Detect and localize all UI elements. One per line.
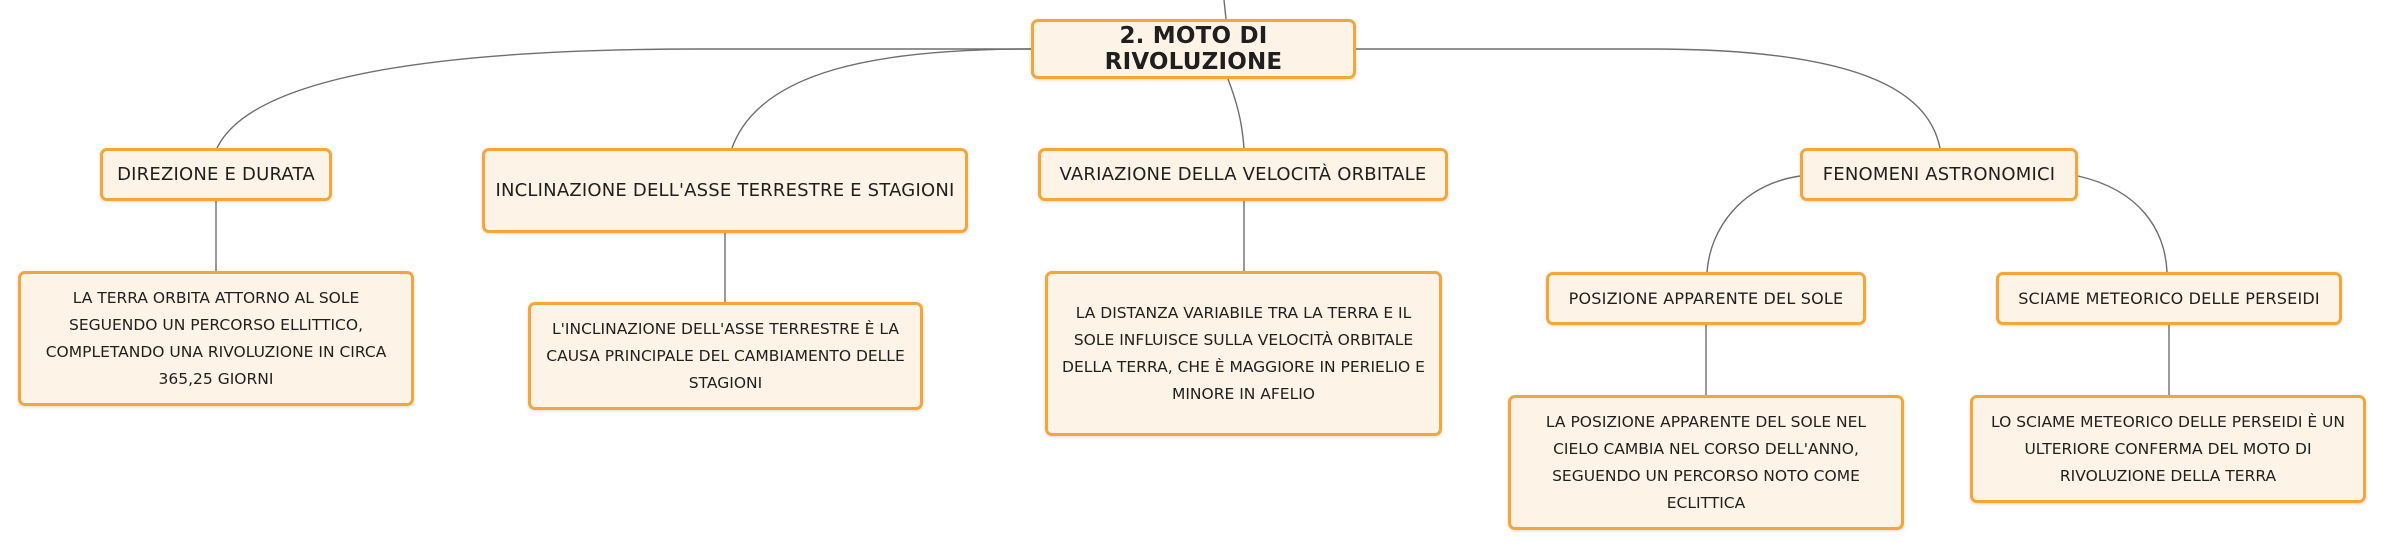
detail-direzione-e-durata[interactable]: LA TERRA ORBITA ATTORNO AL SOLE SEGUENDO… (18, 271, 414, 406)
connector-root-fenomeni (1356, 48, 1941, 149)
topic-variazione-velocita[interactable]: VARIAZIONE DELLA VELOCITÀ ORBITALE (1038, 148, 1448, 201)
topic-direzione-e-durata[interactable]: DIREZIONE E DURATA (100, 148, 332, 201)
topic-label: VARIAZIONE DELLA VELOCITÀ ORBITALE (1059, 164, 1427, 185)
connector-fenomeni-posizione (1706, 175, 1801, 273)
subtopic-posizione-apparente-sole[interactable]: POSIZIONE APPARENTE DEL SOLE (1546, 272, 1866, 325)
detail-variazione-velocita[interactable]: LA DISTANZA VARIABILE TRA LA TERRA E IL … (1045, 271, 1442, 436)
connector-root-velocita (1227, 78, 1245, 149)
root-topic-label: 2. MOTO DI RIVOLUZIONE (1104, 23, 1283, 75)
detail-posizione-apparente-sole[interactable]: LA POSIZIONE APPARENTE DEL SOLE NEL CIEL… (1508, 395, 1904, 530)
detail-inclinazione-asse[interactable]: L'INCLINAZIONE DELL'ASSE TERRESTRE È LA … (528, 302, 923, 410)
topic-label: FENOMENI ASTRONOMICI (1822, 164, 2056, 185)
topic-label: DIREZIONE E DURATA (117, 164, 315, 185)
detail-text: LA TERRA ORBITA ATTORNO AL SOLE SEGUENDO… (45, 288, 387, 388)
subtopic-label: POSIZIONE APPARENTE DEL SOLE (1568, 289, 1844, 308)
detail-text: L'INCLINAZIONE DELL'ASSE TERRESTRE È LA … (546, 319, 905, 392)
connector-root-inclinazione (731, 48, 1032, 149)
root-topic-moto-di-rivoluzione[interactable]: 2. MOTO DI RIVOLUZIONE (1031, 19, 1356, 79)
connector-root-parent (1223, 0, 1227, 20)
detail-text: LA POSIZIONE APPARENTE DEL SOLE NEL CIEL… (1545, 412, 1867, 512)
detail-sciame-perseidi[interactable]: LO SCIAME METEORICO DELLE PERSEIDI È UN … (1970, 395, 2366, 503)
topic-fenomeni-astronomici[interactable]: FENOMENI ASTRONOMICI (1800, 148, 2078, 201)
connector-fenomeni-perseidi (2077, 175, 2168, 273)
topic-label: INCLINAZIONE DELL'ASSE TERRESTRE E STAGI… (495, 180, 955, 201)
topic-inclinazione-asse[interactable]: INCLINAZIONE DELL'ASSE TERRESTRE E STAGI… (482, 148, 968, 233)
subtopic-label: SCIAME METEORICO DELLE PERSEIDI (2018, 289, 2320, 308)
detail-text: LO SCIAME METEORICO DELLE PERSEIDI È UN … (1991, 412, 2345, 485)
connector-root-direzione (216, 48, 1031, 149)
subtopic-sciame-perseidi[interactable]: SCIAME METEORICO DELLE PERSEIDI (1996, 272, 2342, 325)
detail-text: LA DISTANZA VARIABILE TRA LA TERRA E IL … (1062, 303, 1425, 403)
